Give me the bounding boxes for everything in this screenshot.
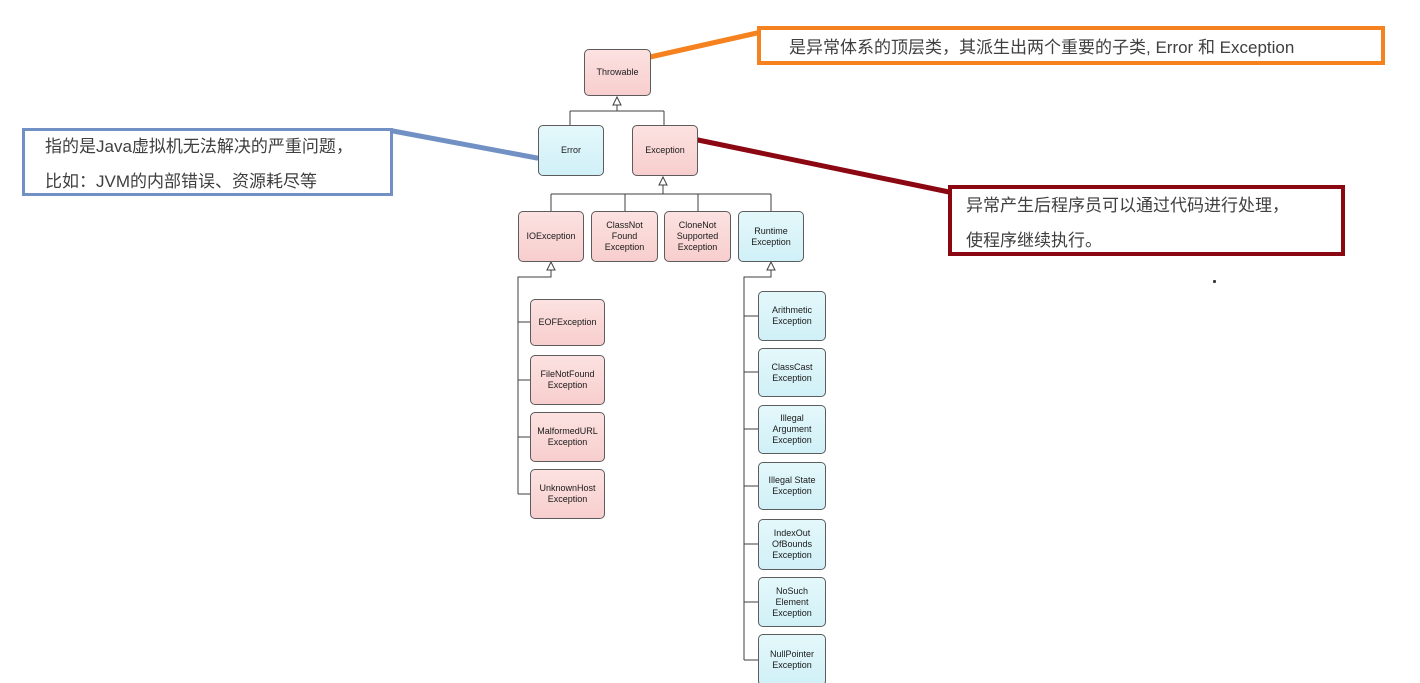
darkred-leader-line [695, 137, 952, 195]
node-unknownhostexception: UnknownHost Exception [530, 469, 605, 519]
blue-leader-line [390, 128, 540, 161]
node-label: MalformedURL Exception [537, 426, 598, 447]
inheritance-arrow-ioexception [546, 260, 556, 271]
node-label: IndexOut OfBounds Exception [771, 528, 813, 560]
node-arithmeticexception: Arithmetic Exception [758, 291, 826, 341]
callout-throwable-note: 是异常体系的顶层类，其派生出两个重要的子类, Error 和 Exception [757, 26, 1385, 65]
node-label: CloneNot Supported Exception [676, 220, 719, 252]
node-classnotfoundexception: ClassNot Found Exception [591, 211, 658, 262]
node-clonenotsupportedexception: CloneNot Supported Exception [664, 211, 731, 262]
callout-text-line2: 使程序继续执行。 [966, 230, 1102, 250]
connector-exception-children [550, 185, 772, 211]
node-label: Arithmetic Exception [771, 305, 812, 326]
callout-text: 是异常体系的顶层类，其派生出两个重要的子类, Error 和 Exception [789, 38, 1295, 57]
node-indexoutofboundsexception: IndexOut OfBounds Exception [758, 519, 826, 570]
node-label: ClassCast Exception [771, 361, 813, 383]
node-filenotfoundexception: FileNotFound Exception [530, 355, 605, 405]
node-label: IOException [526, 231, 576, 241]
node-label: NoSuch Element Exception [772, 585, 812, 618]
connector-throwable-children [569, 105, 665, 125]
inheritance-arrow-runtime [766, 260, 776, 271]
inheritance-arrow-exception [658, 175, 668, 186]
node-malformedurlexception: MalformedURL Exception [530, 412, 605, 462]
node-label: EOFException [538, 317, 597, 327]
node-label: ClassNot Found Exception [604, 220, 645, 252]
callout-text-line1: 异常产生后程序员可以通过代码进行处理， [966, 195, 1289, 215]
node-error: Error [538, 125, 604, 176]
node-label: Throwable [596, 67, 639, 77]
callout-exception-note: 异常产生后程序员可以通过代码进行处理， 使程序继续执行。 [948, 185, 1345, 256]
callout-text-line2: 比如：JVM的内部错误、资源耗尽等 [45, 172, 317, 191]
node-label: Illegal State Exception [768, 475, 816, 496]
node-label: Exception [645, 145, 685, 155]
node-classcastexception: ClassCast Exception [758, 348, 826, 397]
stray-dot [1213, 280, 1216, 283]
callout-text-line1: 指的是Java虚拟机无法解决的严重问题， [45, 137, 353, 156]
node-nullpointerexception: NullPointer Exception [758, 634, 826, 683]
node-exception: Exception [632, 125, 698, 176]
orange-leader-line [647, 30, 760, 60]
node-illegalargumentexception: Illegal Argument Exception [758, 405, 826, 454]
node-label: Error [561, 145, 581, 155]
node-label: UnknownHost Exception [539, 483, 596, 504]
node-label: NullPointer Exception [769, 649, 815, 670]
node-eofexception: EOFException [530, 299, 605, 346]
node-label: Illegal Argument Exception [772, 413, 812, 445]
node-nosuchelementexception: NoSuch Element Exception [758, 577, 826, 627]
node-runtimeexception: Runtime Exception [738, 211, 804, 262]
node-illegalstateexception: Illegal State Exception [758, 462, 826, 510]
node-ioexception: IOException [518, 211, 584, 262]
node-label: Runtime Exception [751, 225, 791, 247]
node-label: FileNotFound Exception [540, 369, 595, 390]
inheritance-arrow-throwable [612, 95, 622, 106]
node-throwable: Throwable [584, 49, 651, 96]
callout-error-note: 指的是Java虚拟机无法解决的严重问题， 比如：JVM的内部错误、资源耗尽等 [22, 128, 393, 196]
